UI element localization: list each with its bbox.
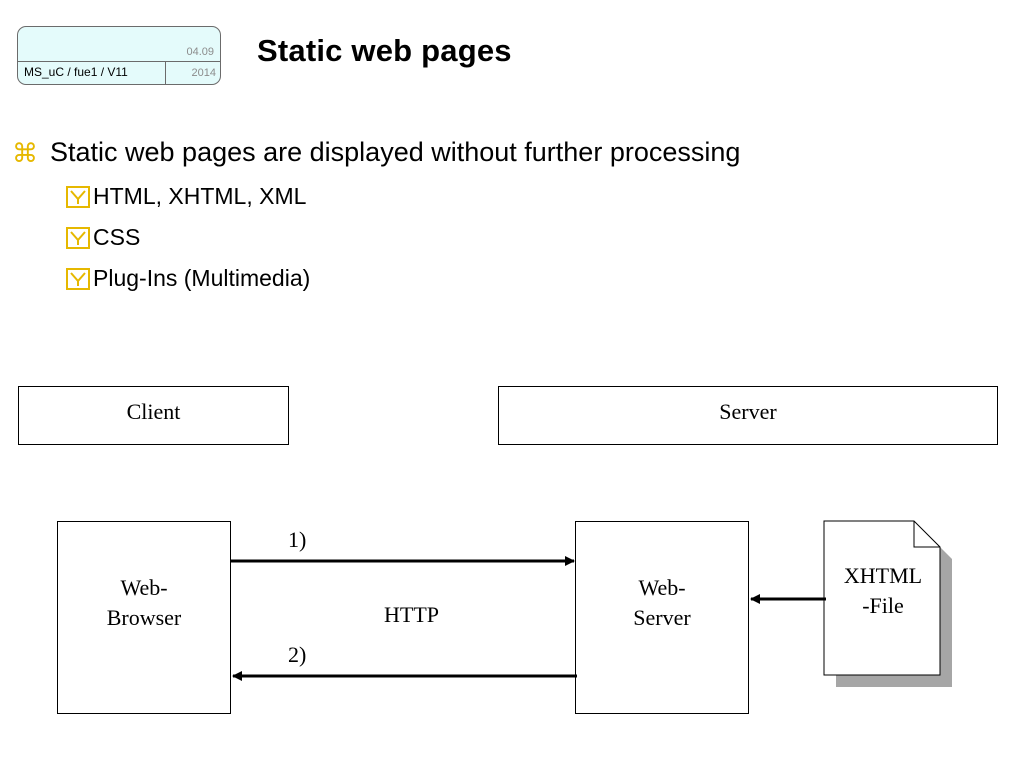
server-box: Server <box>498 386 998 445</box>
sub-bullet: Plug-Ins (Multimedia) <box>66 265 310 292</box>
web-server-label: Web- Server <box>633 575 691 630</box>
xhtml-file-label: XHTML -File <box>843 563 923 618</box>
slide-header-box: 04.09 MS_uC / fue1 / V11 2014 <box>17 26 221 85</box>
web-server-box: Web- Server <box>575 521 749 714</box>
header-divider <box>18 61 220 62</box>
request-label: 1) <box>288 527 307 552</box>
checkbox-icon <box>66 267 90 290</box>
main-bullet: ⌘ Static web pages are displayed without… <box>12 137 740 168</box>
checkbox-icon <box>66 185 90 208</box>
web-browser-label: Web- Browser <box>106 575 182 630</box>
xhtml-file-document <box>823 520 952 687</box>
command-key-icon: ⌘ <box>12 137 38 168</box>
header-date-bottom: 2014 <box>191 67 216 79</box>
header-course-label: MS_uC / fue1 / V11 <box>24 65 128 79</box>
sub-bullet-text: HTML, XHTML, XML <box>93 183 307 209</box>
header-date-top: 04.09 <box>186 46 214 58</box>
response-label: 2) <box>288 642 307 667</box>
sub-bullet-text: CSS <box>93 224 141 250</box>
main-bullet-text: Static web pages are displayed without f… <box>50 137 741 167</box>
server-label: Server <box>719 399 777 424</box>
header-divider-vertical <box>165 61 166 84</box>
web-browser-box: Web- Browser <box>57 521 231 714</box>
page-title: Static web pages <box>257 33 512 68</box>
sub-bullet-text: Plug-Ins (Multimedia) <box>93 265 311 291</box>
sub-bullet: CSS <box>66 224 140 251</box>
client-box: Client <box>18 386 289 445</box>
checkbox-icon <box>66 226 90 249</box>
protocol-label: HTTP <box>384 602 439 627</box>
client-label: Client <box>126 399 181 424</box>
sub-bullet: HTML, XHTML, XML <box>66 183 306 210</box>
